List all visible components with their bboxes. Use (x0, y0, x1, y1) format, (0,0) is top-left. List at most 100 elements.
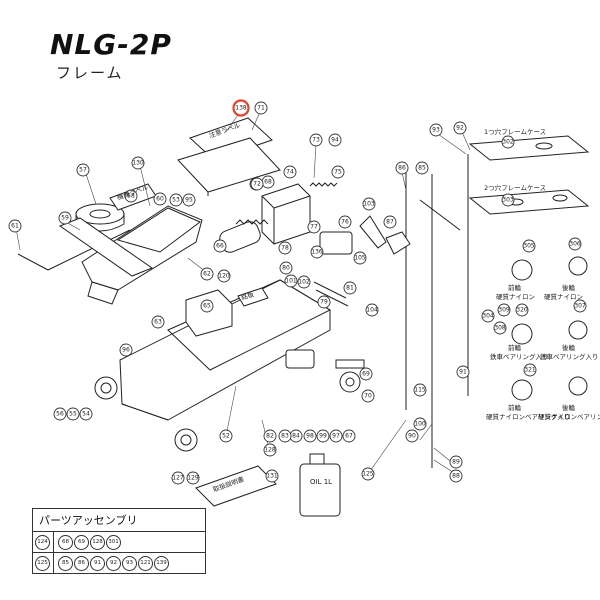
callout-number: 80 (282, 265, 290, 272)
callout-number: 305 (523, 243, 535, 250)
callout-number: 101 (285, 278, 297, 285)
oil-can-label: OIL 1L (310, 478, 332, 486)
callout-number: 127 (172, 475, 184, 482)
callout-56: 56 (53, 407, 67, 421)
assembly-key: 124 (35, 534, 50, 550)
callout-number: 53 (172, 197, 180, 204)
callout-number: 77 (310, 224, 318, 231)
callout-68: 68 (261, 175, 275, 189)
assembly-part: 93 (122, 555, 137, 571)
callout-79: 79 (317, 295, 331, 309)
callout-302: 302 (501, 135, 515, 149)
callout-62: 62 (200, 267, 214, 281)
callout-129: 129 (186, 471, 200, 485)
callout-81: 81 (343, 281, 357, 295)
callout-82: 82 (263, 429, 277, 443)
callout-66: 66 (213, 239, 227, 253)
callout-89: 89 (449, 455, 463, 469)
callout-number: 66 (216, 243, 224, 250)
callout-number: 84 (292, 433, 300, 440)
callout-95: 95 (182, 193, 196, 207)
callout-number: 75 (334, 169, 342, 176)
callout-number: 78 (281, 245, 289, 252)
callout-52: 52 (219, 429, 233, 443)
callout-number: 99 (319, 433, 327, 440)
callout-number: 90 (408, 433, 416, 440)
callout-number: 96 (122, 347, 130, 354)
callout-84: 84 (289, 429, 303, 443)
callout-85: 85 (415, 161, 429, 175)
callout-number: 307 (574, 303, 586, 310)
label-front1-sub: 硬質ナイロン (496, 292, 535, 301)
callout-55: 55 (66, 407, 80, 421)
callout-number: 93 (432, 127, 440, 134)
callout-71: 71 (254, 101, 268, 115)
callout-72: 72 (250, 177, 264, 191)
callout-70: 70 (361, 389, 375, 403)
callout-58: 58 (124, 189, 138, 203)
callout-number: 76 (341, 219, 349, 226)
callout-131: 131 (265, 469, 279, 483)
callout-number: 92 (456, 125, 464, 132)
callout-number: 321 (524, 367, 536, 374)
callout-number: 103 (363, 201, 375, 208)
callout-number: 79 (320, 299, 328, 306)
callout-67: 67 (342, 429, 356, 443)
callout-number: 98 (306, 433, 314, 440)
assembly-part: 128 (90, 534, 105, 550)
label-rear2-sub: 鉄車ベアリング入り (540, 352, 599, 361)
callout-number: 95 (185, 197, 193, 204)
callout-number: 125 (362, 471, 374, 478)
assembly-part: 85 (58, 555, 73, 571)
assembly-part: 68 (58, 534, 73, 550)
callout-303: 303 (501, 193, 515, 207)
callout-60: 60 (153, 192, 167, 206)
callout-number: 65 (203, 303, 211, 310)
callout-number: 59 (61, 215, 69, 222)
callout-101: 101 (284, 274, 298, 288)
callout-number: 70 (364, 393, 372, 400)
callout-number: 82 (266, 433, 274, 440)
callout-104: 104 (365, 303, 379, 317)
callout-87: 87 (383, 215, 397, 229)
callout-78: 78 (278, 241, 292, 255)
callout-number: 60 (156, 196, 164, 203)
callout-number: 86 (398, 165, 406, 172)
label-nameplate: 銘板 (240, 289, 256, 302)
page-title: NLG-2P (50, 28, 172, 61)
callout-130: 130 (131, 156, 145, 170)
callout-128: 128 (263, 443, 277, 457)
callout-number: 102 (298, 279, 310, 286)
callout-number: 54 (82, 411, 90, 418)
callout-number: 105 (354, 255, 366, 262)
label-front3-sub: 硬質ナイロンベアリング入り (486, 412, 571, 421)
callout-115: 115 (413, 383, 427, 397)
callout-86: 86 (395, 161, 409, 175)
callout-number: 131 (266, 473, 278, 480)
callout-103: 103 (362, 197, 376, 211)
callout-91: 91 (456, 365, 470, 379)
callout-305: 305 (522, 239, 536, 253)
callout-number: 302 (502, 139, 514, 146)
label-rear1-sub: 硬質ナイロン (544, 292, 583, 301)
assembly-part: 91 (90, 555, 105, 571)
assembly-part: 301 (106, 534, 121, 550)
callout-76: 76 (338, 215, 352, 229)
callout-number: 62 (203, 271, 211, 278)
callout-125: 125 (361, 467, 375, 481)
callout-88: 88 (449, 469, 463, 483)
page-subtitle: フレーム (56, 64, 124, 82)
label-front2-sub: 鉄車ベアリング入り (490, 352, 549, 361)
callout-number: 73 (312, 137, 320, 144)
callout-94: 94 (328, 133, 342, 147)
callout-90: 90 (405, 429, 419, 443)
callout-number: 81 (346, 285, 354, 292)
label-front3: 前輪 (508, 403, 522, 412)
callout-100: 100 (413, 417, 427, 431)
assembly-key: 125 (35, 555, 50, 571)
callout-number: 69 (362, 371, 370, 378)
callout-97: 97 (329, 429, 343, 443)
